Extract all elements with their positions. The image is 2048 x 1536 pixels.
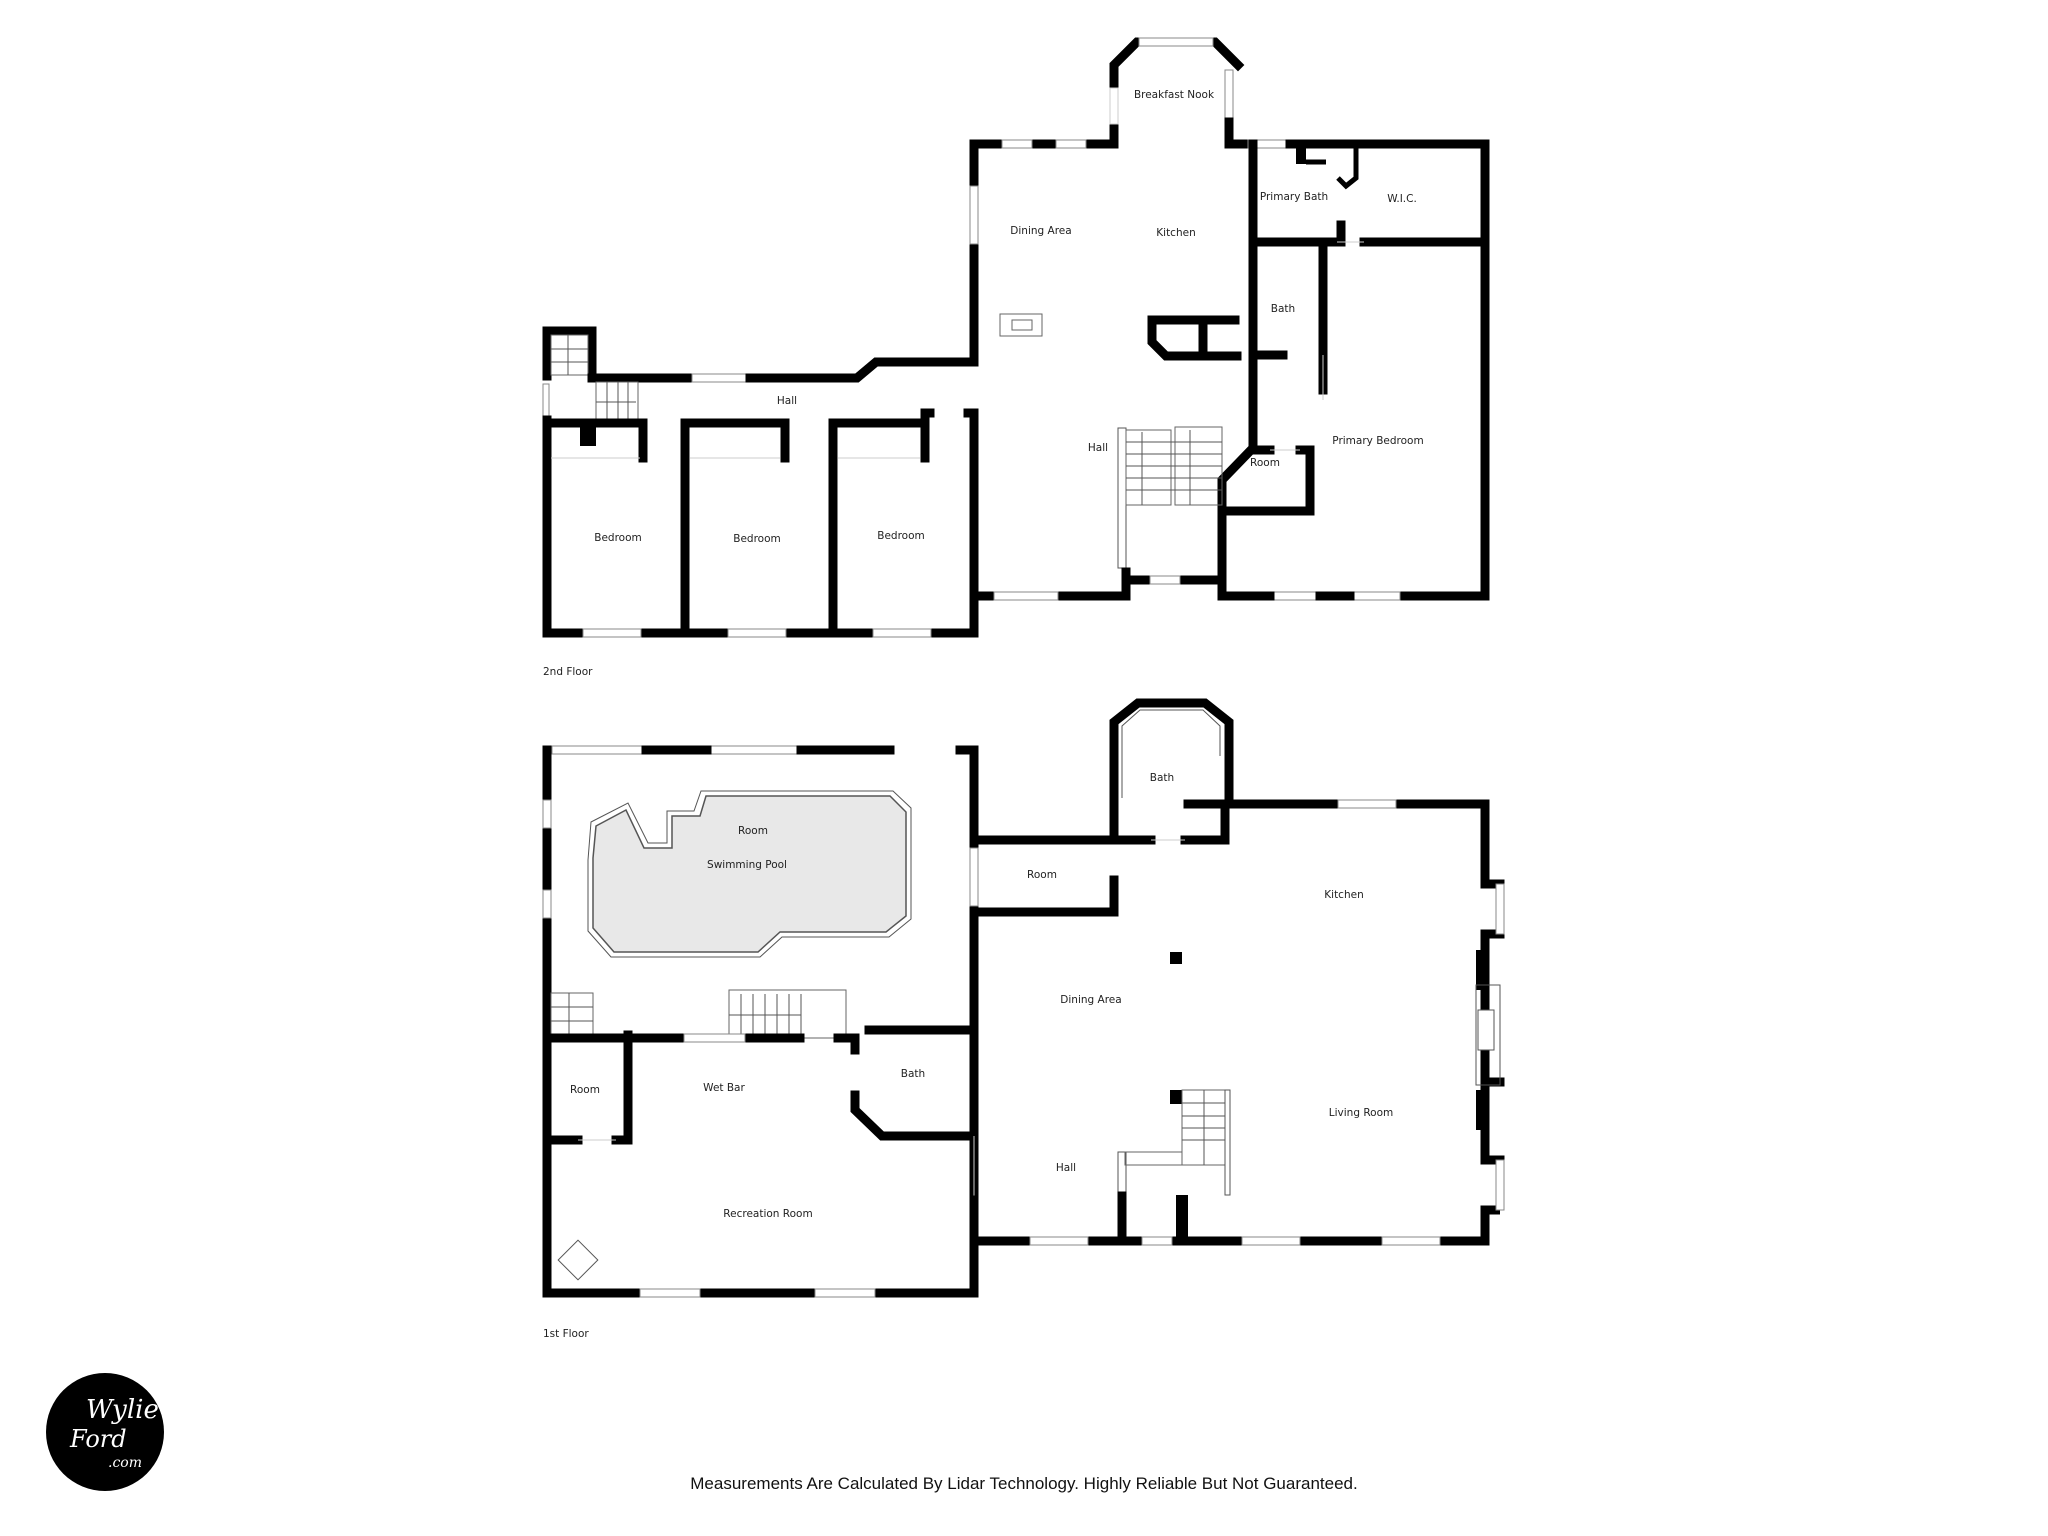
room-label-room: Room [1250, 457, 1280, 469]
room-label-bath-left: Bath [901, 1068, 925, 1080]
room-label-room-left: Room [570, 1084, 600, 1096]
floor-label-1st: 1st Floor [543, 1328, 589, 1340]
room-label-swimming-pool: Swimming Pool [707, 859, 787, 871]
first-floor-plan: Room Swimming Pool Room Wet Bar Bath Rec… [542, 698, 1505, 1298]
room-label-primary-bath: Primary Bath [1260, 191, 1328, 203]
room-label-breakfast-nook: Breakfast Nook [1134, 89, 1215, 101]
disclaimer-text: Measurements Are Calculated By Lidar Tec… [690, 1474, 1358, 1493]
room-label-bedroom-2: Bedroom [733, 533, 781, 545]
logo-line-1: Wylie [86, 1395, 159, 1425]
room-label-kitchen: Kitchen [1156, 227, 1195, 239]
room-label-bath-top: Bath [1150, 772, 1174, 784]
room-label-bedroom-1: Bedroom [594, 532, 642, 544]
room-label-primary-bedroom: Primary Bedroom [1332, 435, 1423, 447]
floor-label-2nd: 2nd Floor [543, 666, 593, 678]
swimming-pool-shape [592, 795, 907, 953]
room-label-pool-room: Room [738, 825, 768, 837]
room-label-hall-upper: Hall [777, 395, 797, 407]
room-label-living-room: Living Room [1329, 1107, 1393, 1119]
wylie-ford-logo: Wylie Ford .com [46, 1373, 164, 1491]
room-label-hall: Hall [1056, 1162, 1076, 1174]
logo-line-2: Ford [70, 1425, 127, 1453]
logo-line-3: .com [108, 1455, 142, 1471]
room-label-bath: Bath [1271, 303, 1295, 315]
second-floor-plan: Breakfast Nook Dining Area Kitchen Prima… [542, 37, 1490, 638]
room-label-wic: W.I.C. [1387, 193, 1417, 205]
room-label-wet-bar: Wet Bar [703, 1082, 745, 1094]
room-label-hall-main: Hall [1088, 442, 1108, 454]
room-label-dining-area: Dining Area [1010, 225, 1071, 237]
room-label-recreation-room: Recreation Room [723, 1208, 812, 1220]
room-label-bedroom-3: Bedroom [877, 530, 925, 542]
room-label-kitchen: Kitchen [1324, 889, 1363, 901]
room-label-dining-area: Dining Area [1060, 994, 1121, 1006]
room-label-room-mid: Room [1027, 869, 1057, 881]
